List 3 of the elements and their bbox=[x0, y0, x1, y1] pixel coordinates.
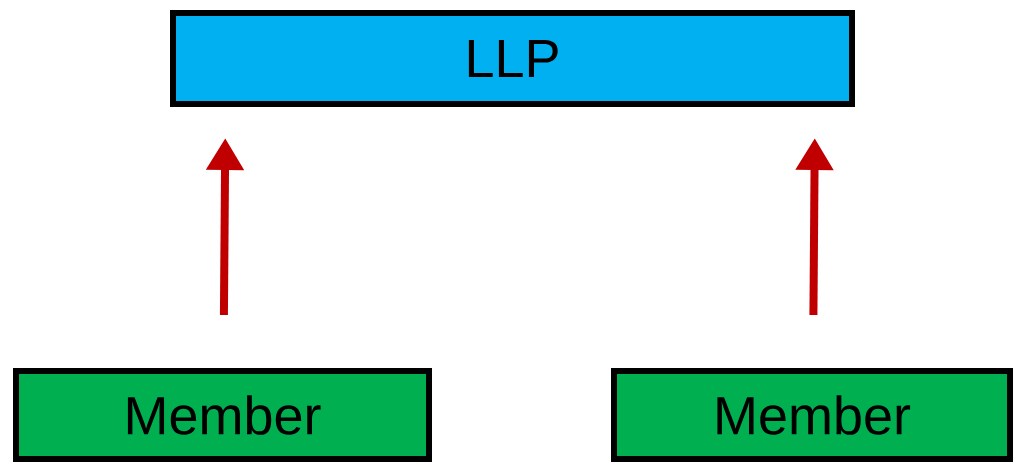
entity-box: Member bbox=[611, 368, 1013, 462]
entity-box: Member bbox=[13, 368, 432, 462]
entity-box: LLP bbox=[170, 10, 855, 107]
